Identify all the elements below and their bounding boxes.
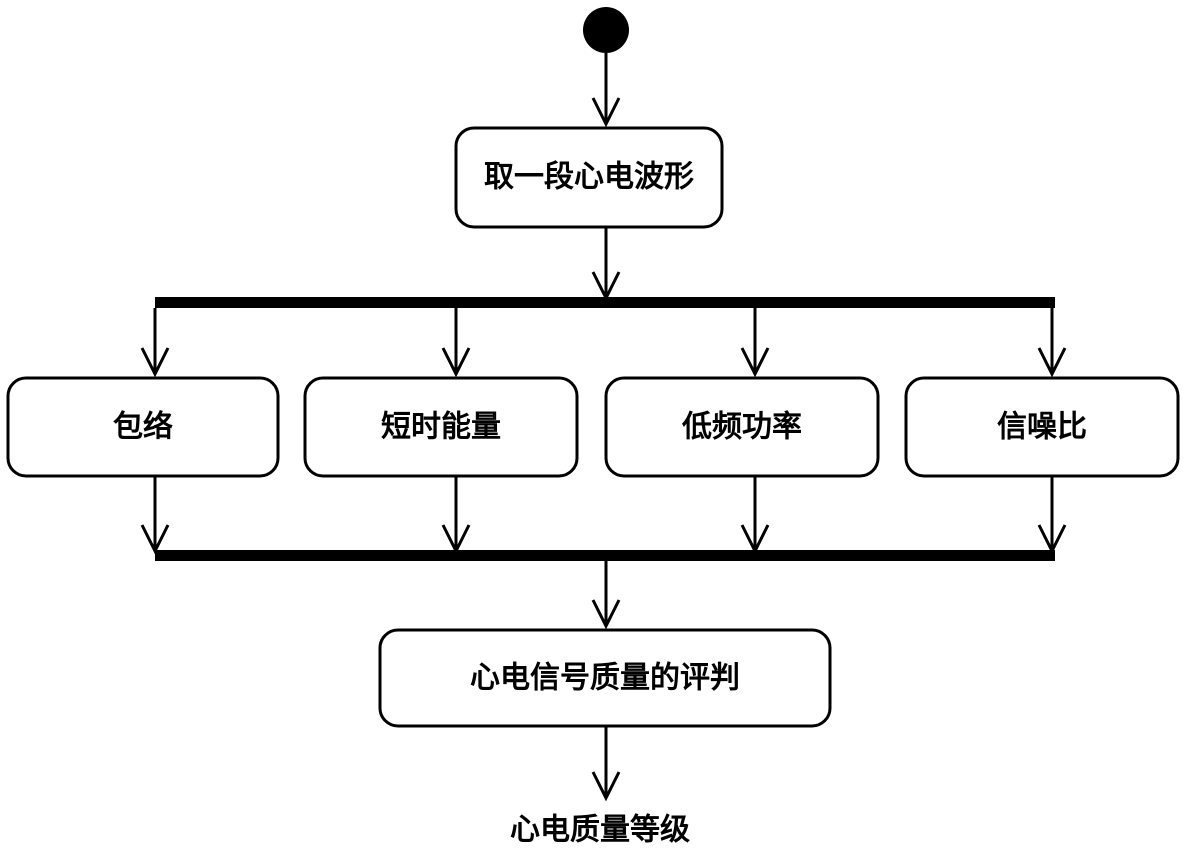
node-step1: 取一段心电波形 [456, 128, 722, 227]
node-feature-1-label: 包络 [113, 410, 173, 445]
node-feature-3: 低频功率 [606, 378, 878, 476]
node-feature-3-label: 低频功率 [681, 410, 802, 445]
fork-bar [155, 297, 1055, 308]
node-feature-4-label: 信噪比 [997, 410, 1087, 445]
node-feature-4: 信噪比 [906, 378, 1178, 476]
start-node [583, 7, 629, 53]
node-feature-1: 包络 [8, 378, 278, 476]
node-evaluation: 心电信号质量的评判 [380, 630, 830, 726]
node-feature-2-label: 短时能量 [381, 410, 501, 445]
node-feature-2: 短时能量 [305, 378, 577, 476]
node-evaluation-label: 心电信号质量的评判 [470, 661, 740, 696]
node-step1-label: 取一段心电波形 [484, 160, 694, 195]
output-label: 心电质量等级 [510, 813, 690, 848]
join-bar [155, 550, 1055, 561]
